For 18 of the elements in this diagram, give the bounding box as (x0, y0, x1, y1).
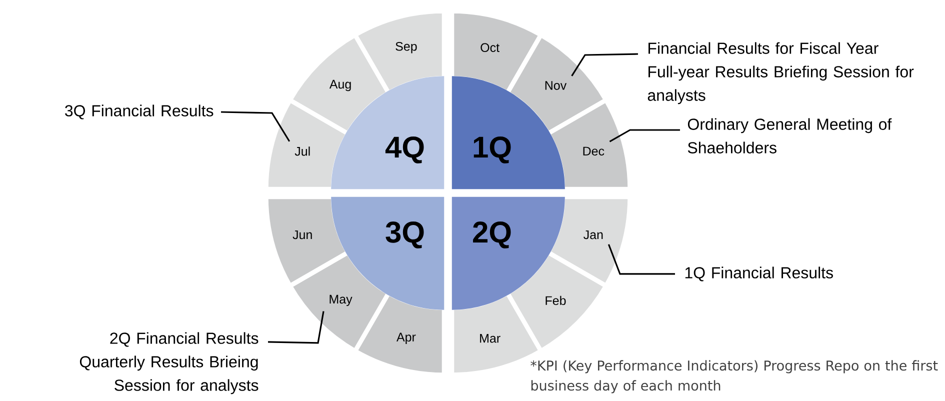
node-label: May (330, 294, 352, 306)
month-segment: Jun (264, 194, 350, 288)
node-label: Apr (396, 332, 416, 344)
node-label: Feb (546, 296, 566, 306)
month-segment: Oct (450, 8, 544, 96)
callout-text: 2Q Financial Results Quarterly Results Brieing Session for analysts (80, 332, 258, 394)
leader-line (268, 311, 324, 344)
callout-text: Financial Results for Fiscal Year Full-year Results Briefing Session for analysts (648, 42, 914, 104)
leader-line (221, 111, 290, 142)
callout-text: Ordinary General Meeting of Shaeholders (688, 118, 892, 154)
callout-text: 3Q Financial Results (65, 104, 214, 120)
leader-line (609, 129, 680, 142)
leader-line (571, 53, 638, 76)
month-segment: Sep (352, 8, 446, 96)
callout-text: 1Q Financial Results (685, 266, 833, 282)
leader-line (608, 244, 675, 275)
month-segment: Dec (546, 98, 632, 192)
node-label: Mar (480, 334, 500, 343)
